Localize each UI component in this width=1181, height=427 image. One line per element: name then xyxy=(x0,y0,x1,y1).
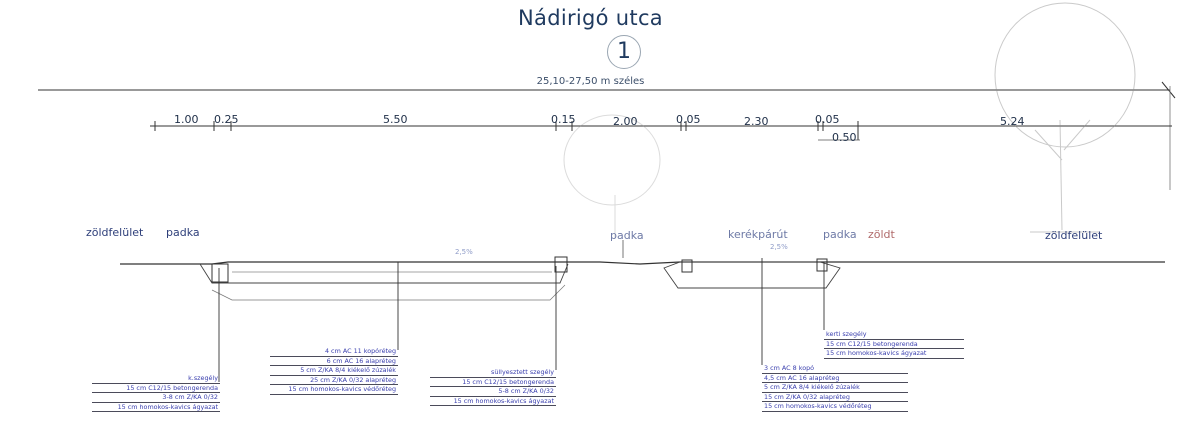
layer-row: 15 cm C12/15 betongerenda xyxy=(430,378,556,387)
dim-5: 2.00 xyxy=(613,115,638,128)
slope-label-road: 2,5% xyxy=(455,248,473,256)
layer-row: 5 cm Z/KA 8/4 kiékelő zúzalék xyxy=(762,383,908,393)
layers-bike: 3 cm AC 8 kopó 4,5 cm AC 16 alapréteg 5 … xyxy=(762,364,908,412)
layer-row: 4,5 cm AC 16 alapréteg xyxy=(762,374,908,383)
zone-mid-bench: padka xyxy=(610,229,644,242)
tree-right xyxy=(994,2,1136,233)
street-title: Nádirigó utca xyxy=(518,6,663,30)
layer-row: 3 cm AC 8 kopó xyxy=(762,364,908,374)
layer-row: 15 cm homokos-kavics védőréteg xyxy=(762,402,908,412)
dim-3: 5.50 xyxy=(383,113,408,126)
layer-row: k.szegély xyxy=(92,374,220,384)
dim-6: 0.05 xyxy=(676,113,701,126)
dim-2: 0.25 xyxy=(214,113,239,126)
layers-garden-curb: kerti szegély 15 cm C12/15 betongerenda … xyxy=(824,330,964,359)
layer-row: 15 cm Z/KA 0/32 alapréteg xyxy=(762,393,908,402)
dim-9: 0.50 xyxy=(832,131,857,144)
dim-1: 1.00 xyxy=(174,113,199,126)
layers-curb-left: k.szegély 15 cm C12/15 betongerenda 3-8 … xyxy=(92,374,220,412)
zone-left-bench: padka xyxy=(166,226,200,239)
dim-10: 5.24 xyxy=(1000,115,1025,128)
layer-row: süllyesztett szegély xyxy=(430,368,556,378)
layers-curb-mid: süllyesztett szegély 15 cm C12/15 betong… xyxy=(430,368,556,406)
dim-7: 2.30 xyxy=(744,115,769,128)
layer-row: kerti szegély xyxy=(824,330,964,340)
layer-row: 5 cm Z/KA 8/4 kiékelő zúzalék xyxy=(270,366,398,376)
layer-row: 15 cm C12/15 betongerenda xyxy=(92,384,220,393)
layer-row: 15 cm homokos-kavics ágyazat xyxy=(824,349,964,359)
zone-right-green-short: zöldt xyxy=(868,228,895,241)
slope-label-bike: 2,5% xyxy=(770,243,788,251)
zone-right-green: zöldfelület xyxy=(1045,229,1103,242)
layer-row: 3-8 cm Z/KA 0/32 xyxy=(92,393,220,403)
layer-row: 6 cm AC 16 alapréteg xyxy=(270,357,398,366)
layers-road: 4 cm AC 11 kopóréteg 6 cm AC 16 alapréte… xyxy=(270,347,398,395)
zone-right-bench: padka xyxy=(823,228,857,241)
layer-row: 15 cm C12/15 betongerenda xyxy=(824,340,964,349)
section-number-circle: 1 xyxy=(607,35,641,69)
layer-row: 4 cm AC 11 kopóréteg xyxy=(270,347,398,357)
layer-row: 5-8 cm Z/KA 0/32 xyxy=(430,387,556,397)
total-width-label: 25,10-27,50 m széles xyxy=(536,76,645,87)
zone-bike-path: kerékpárút xyxy=(728,228,788,241)
tree-middle xyxy=(563,114,661,238)
dim-4: 0.15 xyxy=(551,113,576,126)
layer-row: 25 cm Z/KA 0/32 alapréteg xyxy=(270,376,398,385)
layer-row: 15 cm homokos-kavics ágyazat xyxy=(92,403,220,412)
layer-row: 15 cm homokos-kavics ágyazat xyxy=(430,397,556,406)
zone-left-green: zöldfelület xyxy=(86,226,144,239)
layer-row: 15 cm homokos-kavics védőréteg xyxy=(270,385,398,395)
dim-8: 0.05 xyxy=(815,113,840,126)
